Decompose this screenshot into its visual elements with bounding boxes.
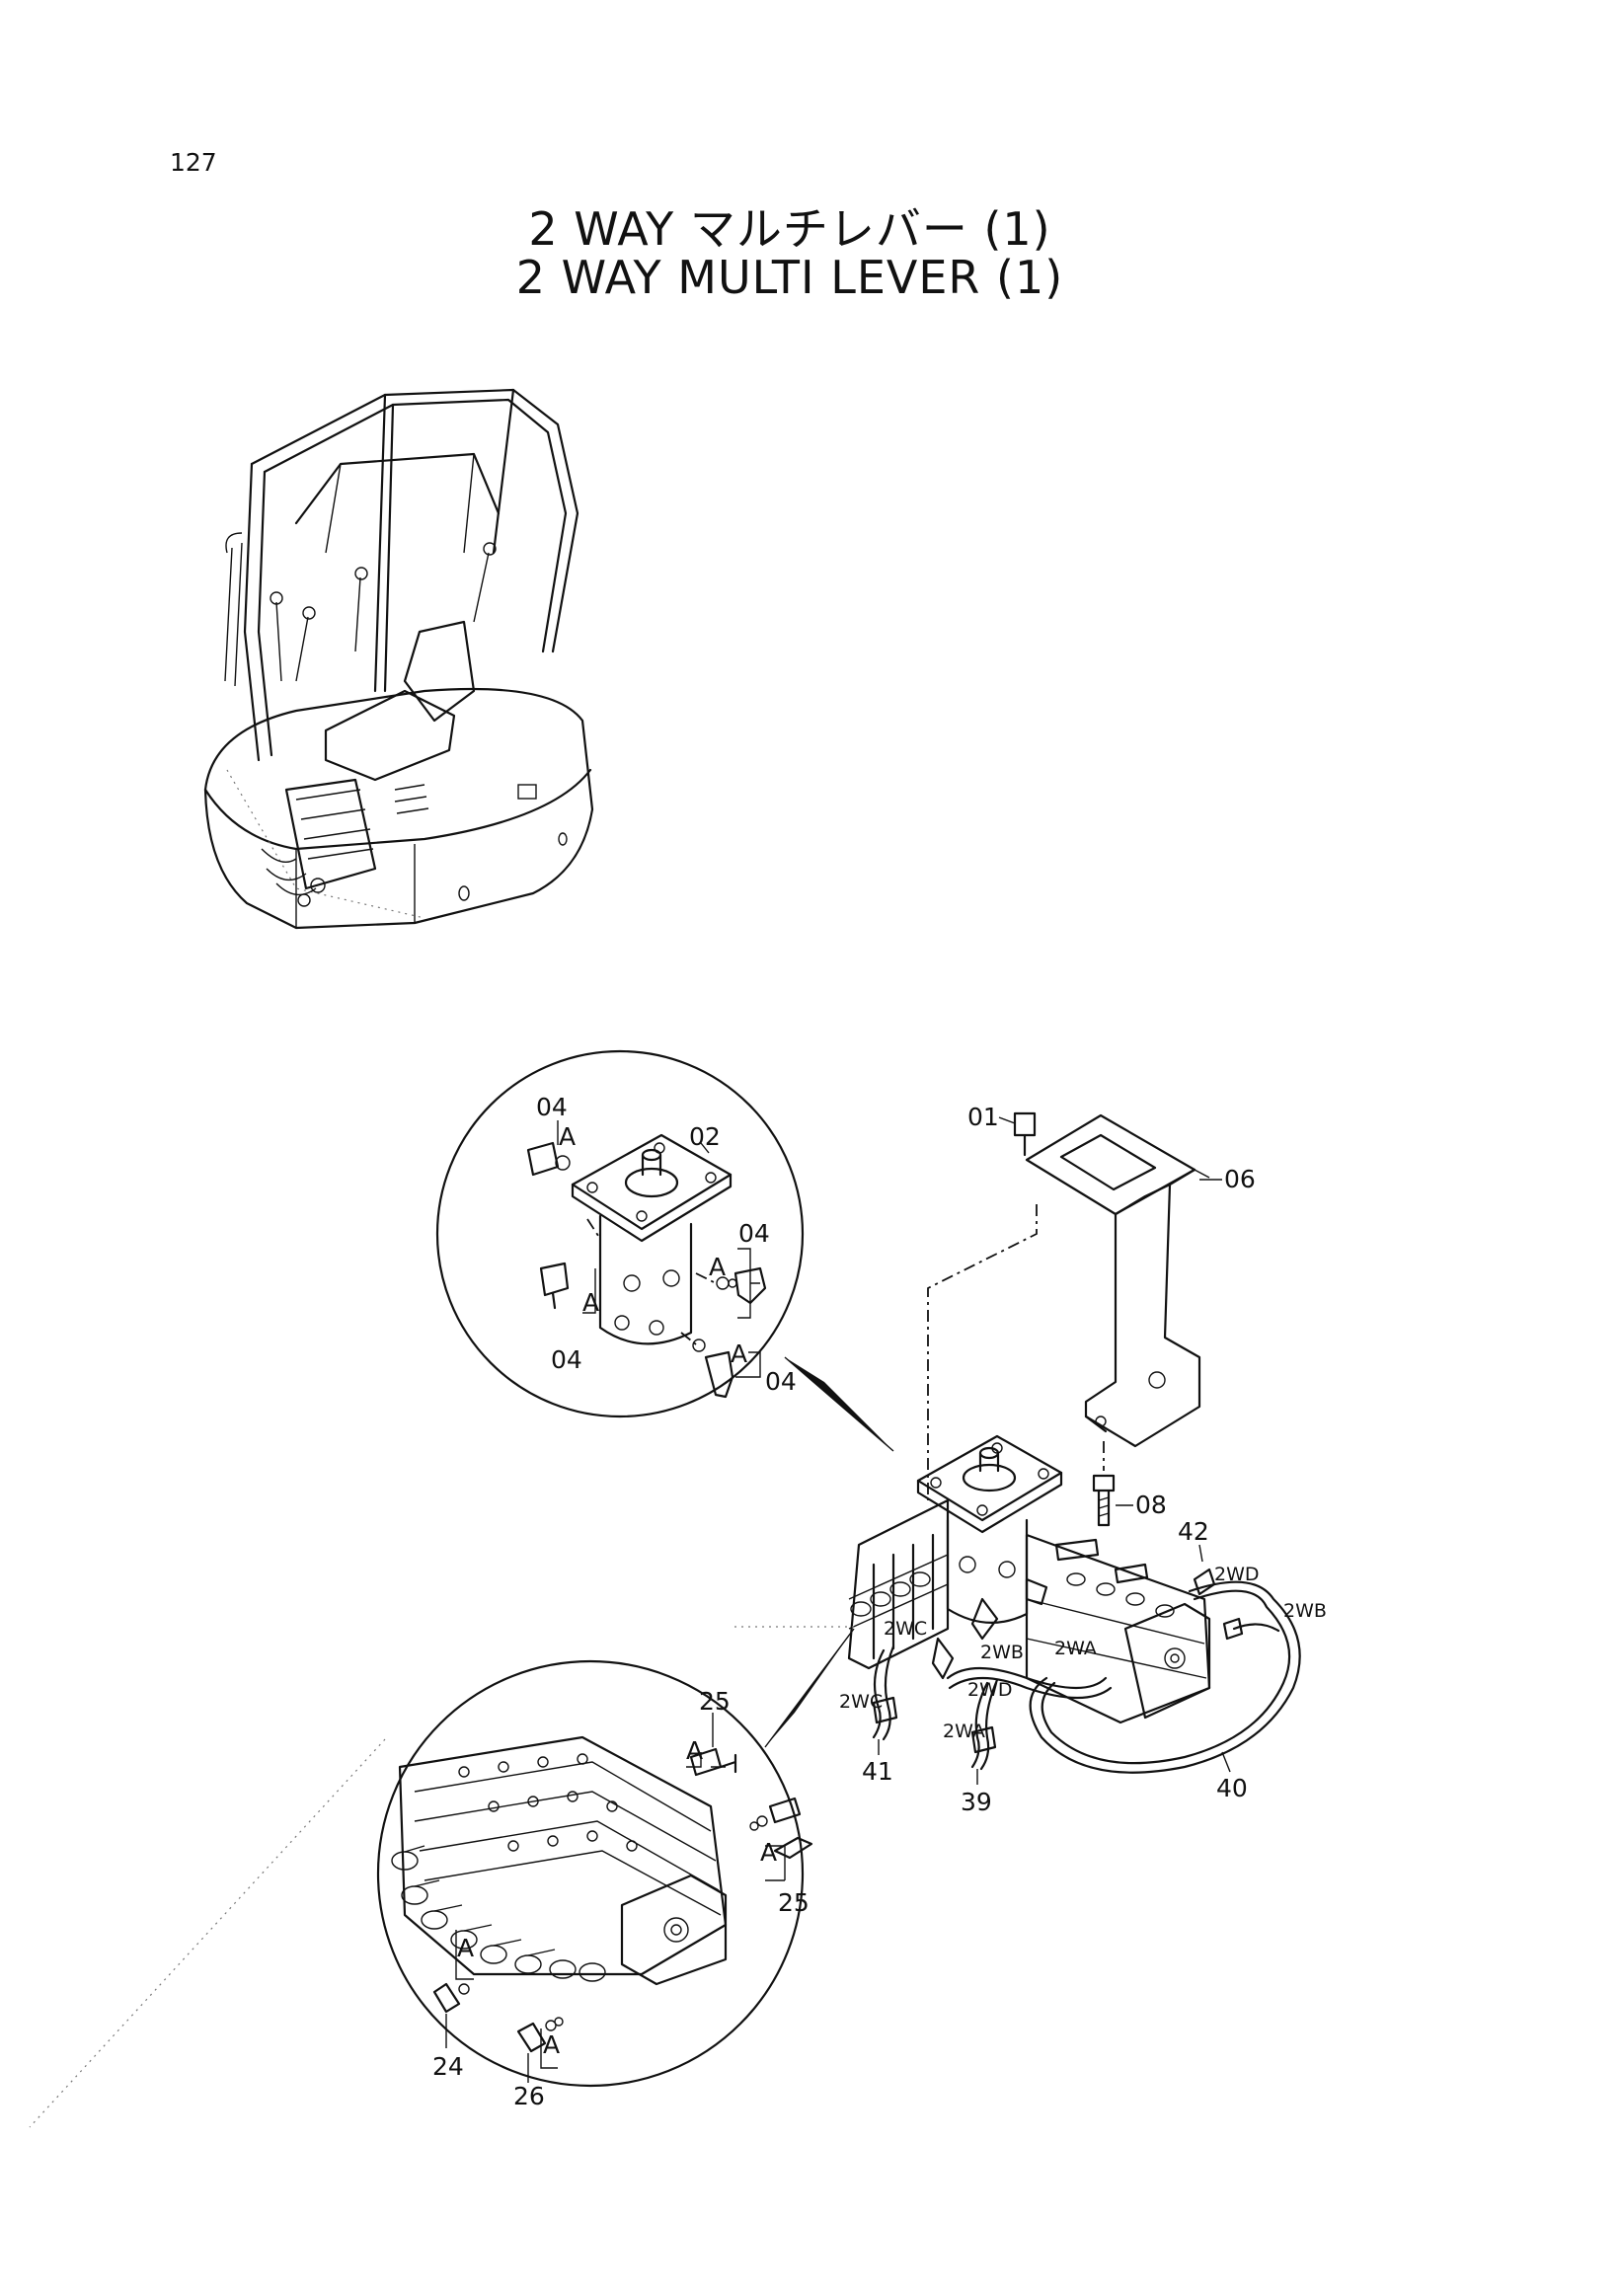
- page-title-english: 2 WAY MULTI LEVER (1): [515, 251, 1064, 304]
- callout-02: 02: [689, 1122, 721, 1151]
- callout-04a: 04: [536, 1093, 568, 1121]
- hose-tag-2wc-lower: 2WC: [839, 1691, 883, 1713]
- bracket-icon: [1025, 1113, 1210, 1448]
- control-valve-icon: [847, 1434, 1301, 1774]
- section-mark-a8: A: [543, 2030, 560, 2059]
- section-mark-a3: A: [582, 1288, 599, 1317]
- section-mark-a1: A: [559, 1122, 576, 1151]
- callout-24: 24: [432, 2052, 464, 2081]
- rotary-valve-icon: [526, 1133, 767, 1399]
- hose-tag-2wa-lower: 2WA: [943, 1721, 985, 1742]
- hose-tag-2wd-center: 2WD: [967, 1679, 1013, 1701]
- hose-tag-2wd-right: 2WD: [1214, 1564, 1260, 1585]
- callout-41: 41: [862, 1757, 893, 1786]
- section-mark-a6: A: [760, 1838, 777, 1867]
- callout-04d: 04: [765, 1367, 797, 1396]
- section-mark-a4: A: [731, 1339, 747, 1368]
- control-valve-detail-circle: [376, 1628, 855, 2088]
- callout-42: 42: [1178, 1517, 1209, 1546]
- hose-tag-2wb-right: 2WB: [1283, 1600, 1327, 1622]
- hose-tag-2wb-center: 2WB: [980, 1642, 1024, 1663]
- hose-tag-2wc-upper: 2WC: [884, 1618, 927, 1640]
- callout-08: 08: [1135, 1491, 1167, 1519]
- callout-26: 26: [513, 2082, 545, 2110]
- callout-06: 06: [1224, 1165, 1256, 1193]
- callout-39: 39: [961, 1788, 992, 1816]
- hose-tag-2wa-center: 2WA: [1054, 1638, 1097, 1659]
- callout-25a: 25: [699, 1687, 731, 1716]
- callout-25b: 25: [778, 1888, 810, 1917]
- callout-04b: 04: [738, 1219, 770, 1248]
- callout-04c: 04: [551, 1345, 582, 1374]
- section-mark-a7: A: [457, 1934, 474, 1962]
- section-mark-a5: A: [686, 1736, 703, 1765]
- section-mark-a2: A: [709, 1253, 726, 1281]
- callout-01: 01: [967, 1103, 999, 1131]
- page-number: 127: [170, 148, 217, 177]
- excavator-overview-icon: [203, 388, 594, 930]
- page-title-japanese: 2 WAY マルチレバー (1): [528, 202, 1051, 256]
- callout-40: 40: [1216, 1774, 1248, 1802]
- rotary-valve-detail-circle: [435, 1049, 894, 1452]
- control-valve-stack-icon: [391, 1735, 813, 2053]
